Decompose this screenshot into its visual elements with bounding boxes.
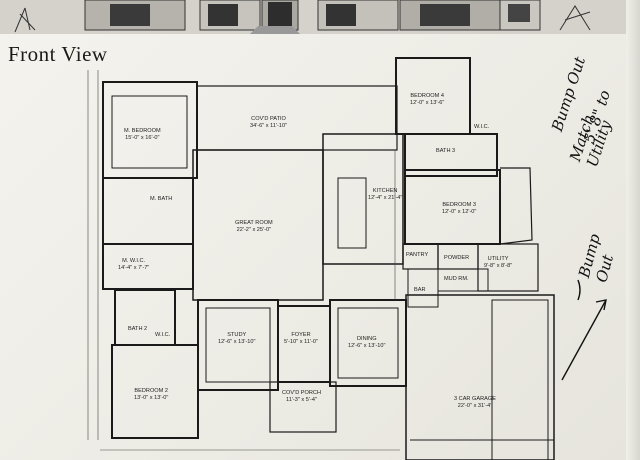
front-view-title: Front View [8,42,108,66]
room-powder: POWDER [444,255,470,261]
front-elevation-drawing [0,0,640,34]
room-bath-2: BATH 2 [128,326,148,332]
room-bar: BAR [414,287,426,293]
room-bath-3: BATH 3 [436,148,456,154]
page-edge-shadow [626,0,640,460]
room-mud-room: MUD RM. [444,276,469,282]
room-master-bath: M. BATH [150,196,173,202]
front-elevation-strip [0,0,640,34]
room-master-wic: M. W.I.C.14'-4" x 7'-7" [118,258,150,271]
room-pantry: PANTRY [406,252,429,258]
room-wic-bedroom-2: W.I.C. [155,332,171,338]
room-wic-bedroom-4: W.I.C. [474,124,490,130]
